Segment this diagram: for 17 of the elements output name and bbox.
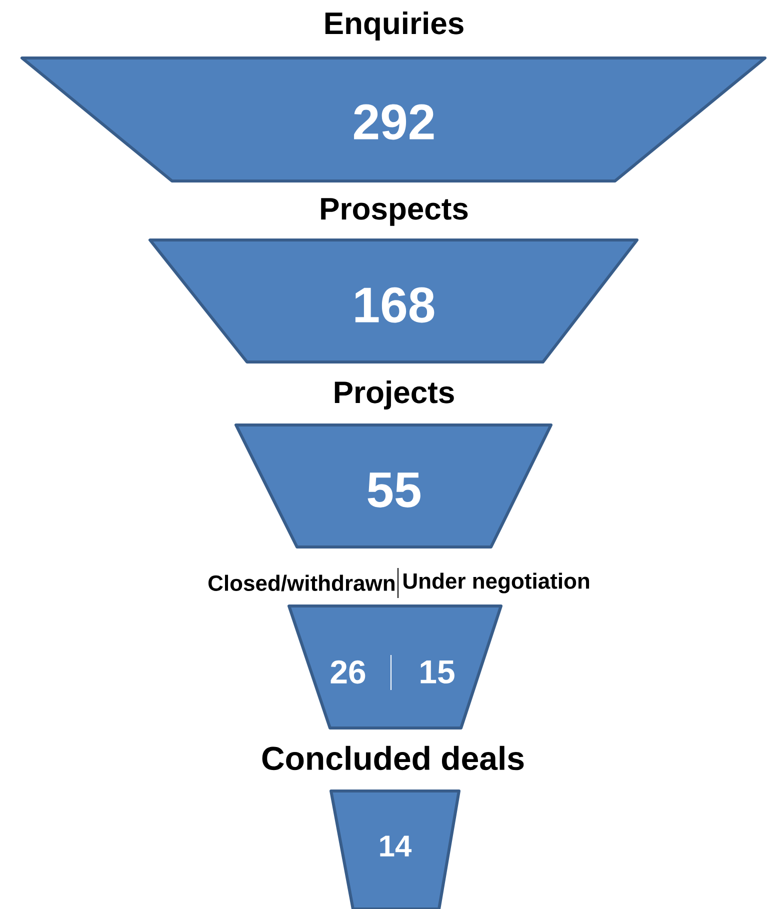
- funnel-stage: [234, 380, 552, 548]
- stage-heading: Concluded deals: [262, 746, 524, 770]
- stage-heading: Projects: [334, 380, 454, 410]
- funnel-stage: [148, 198, 638, 364]
- funnel-stage: [208, 568, 590, 730]
- stage-heading: Under negotiation: [404, 572, 590, 594]
- stage-heading: Enquiries: [325, 12, 464, 40]
- stage-count: 15: [420, 660, 454, 684]
- stage-count: 55: [368, 472, 420, 508]
- stage-heading: Closed/withdrawn: [208, 574, 394, 592]
- stage-heading: Prospects: [321, 198, 468, 226]
- stage-count: 292: [354, 104, 434, 140]
- funnel-stage: [262, 746, 524, 909]
- stage-count: 168: [355, 287, 434, 323]
- stage-count: 26: [330, 660, 366, 684]
- funnel-stage: [20, 12, 766, 182]
- stage-count: 14: [380, 836, 412, 856]
